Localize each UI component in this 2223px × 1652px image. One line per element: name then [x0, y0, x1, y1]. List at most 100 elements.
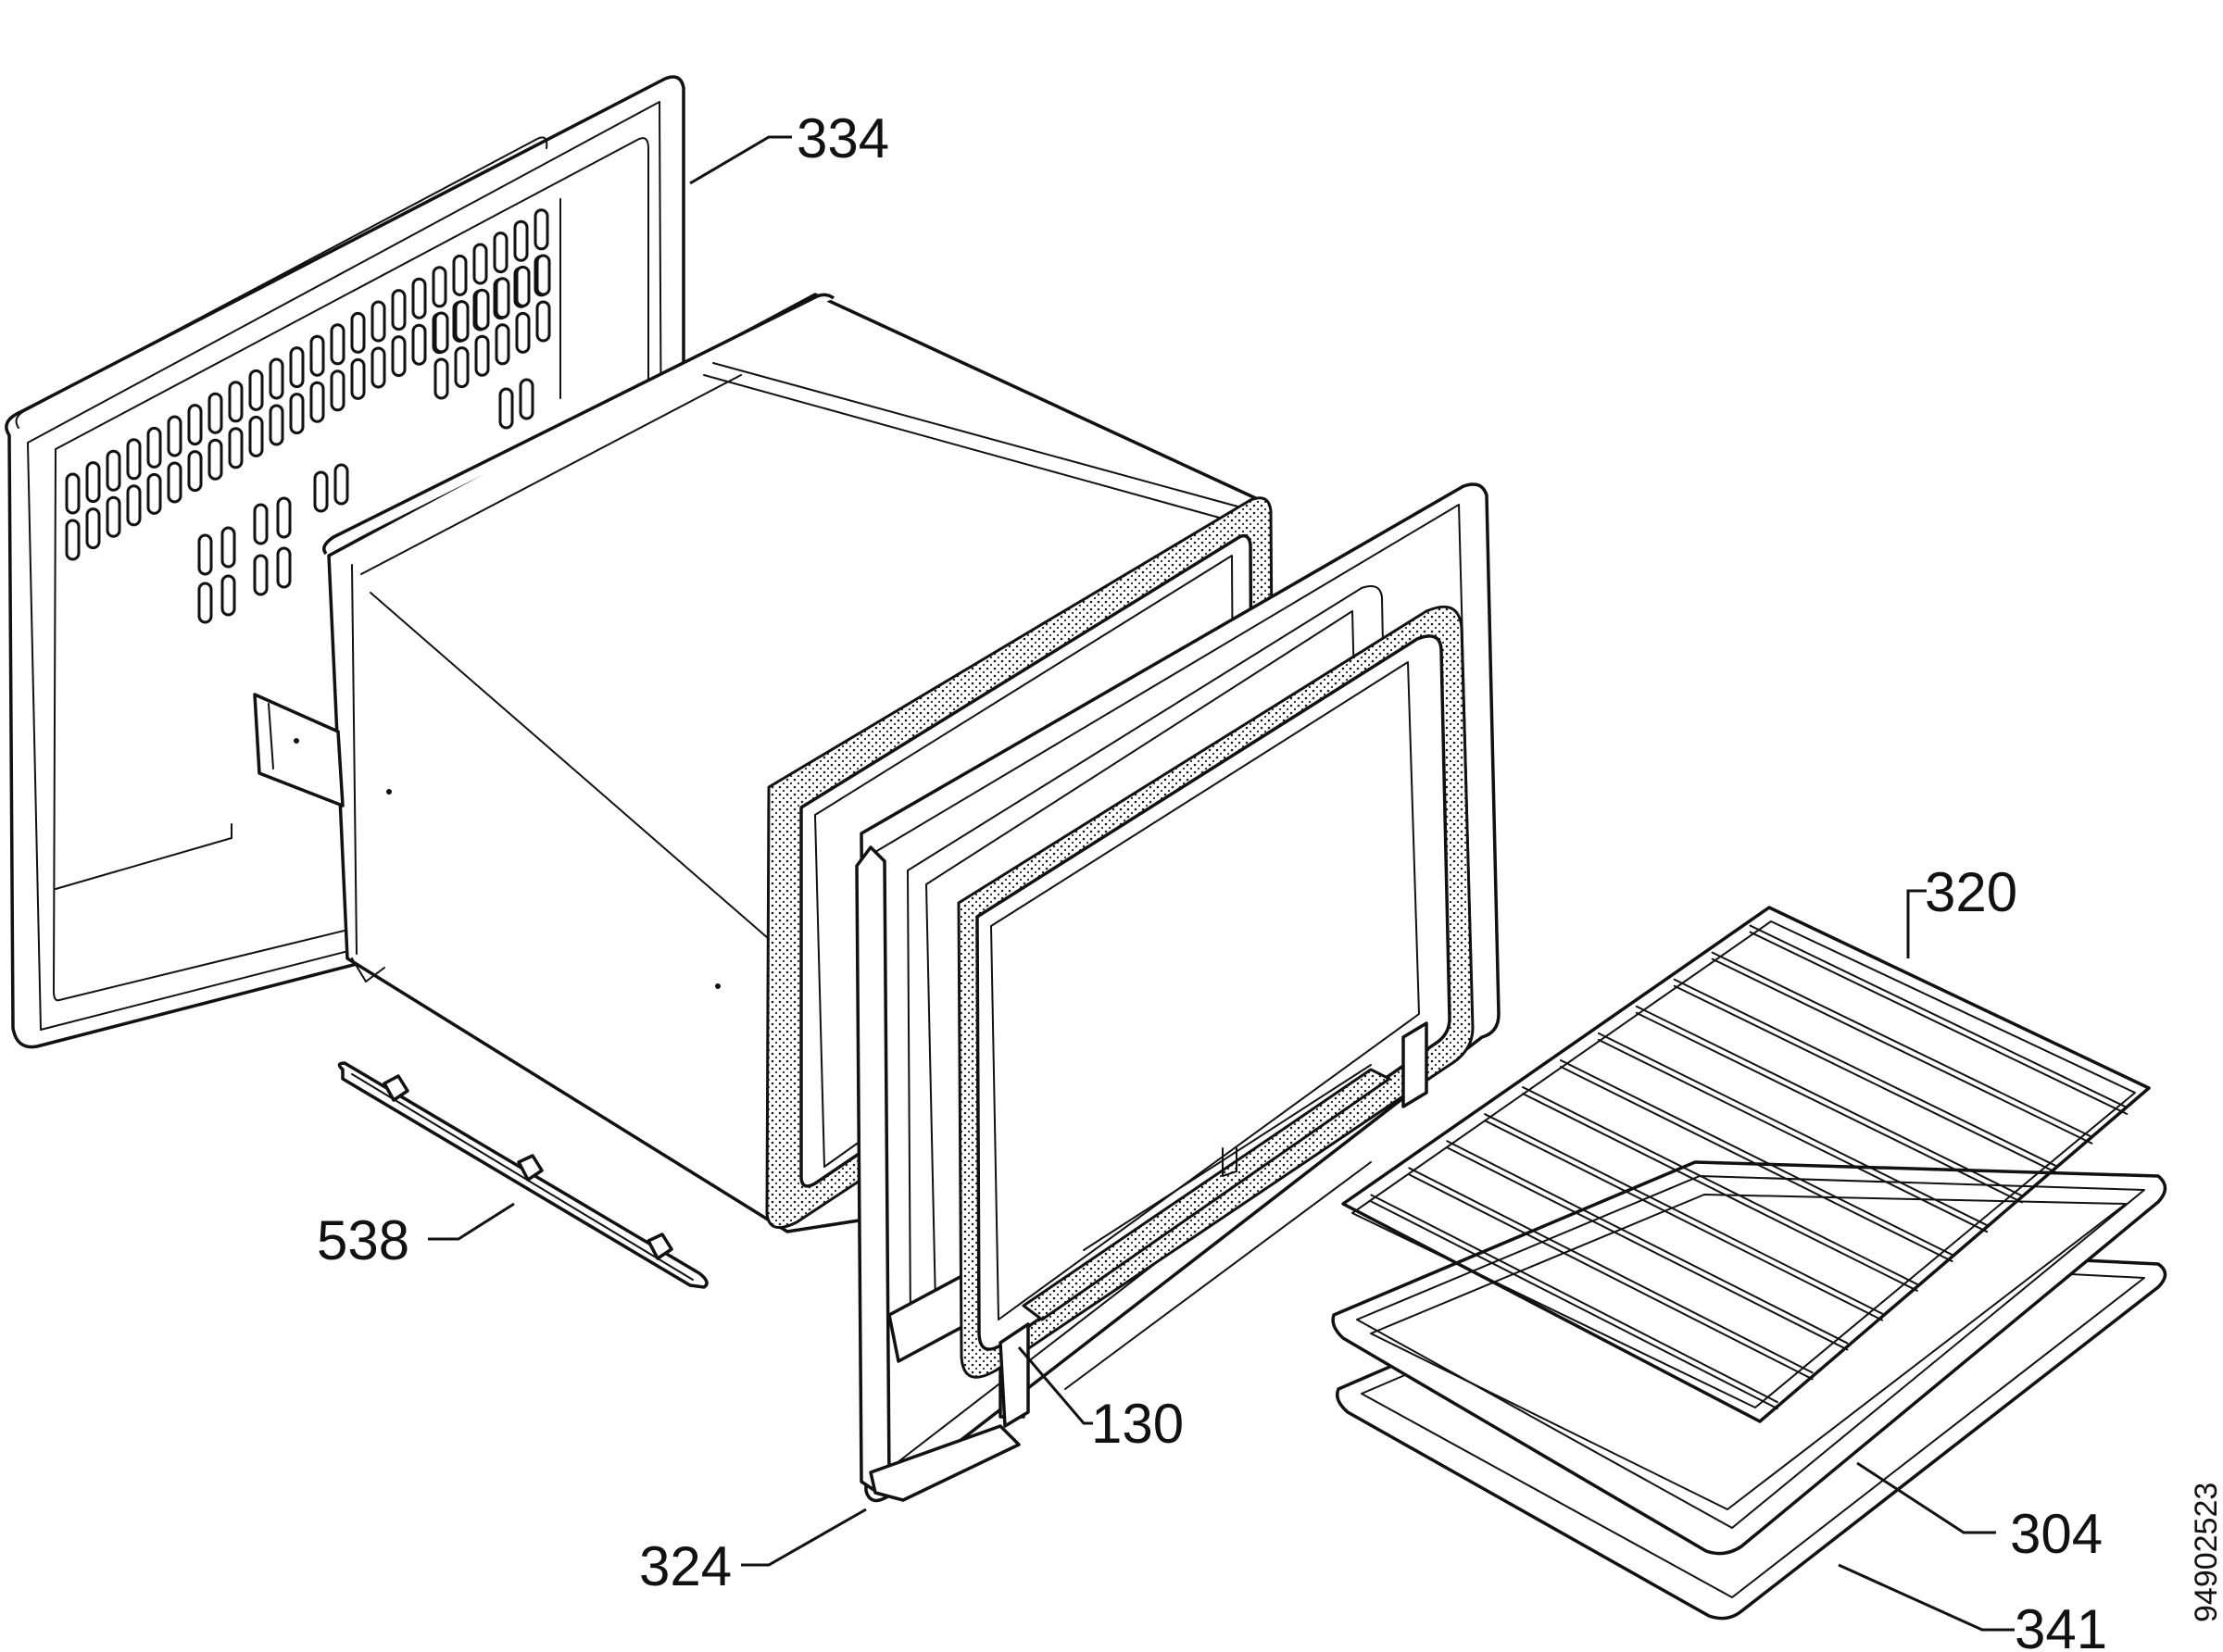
shelf-wire	[1597, 1038, 1989, 1233]
vent-slot	[330, 369, 345, 412]
vent-slot	[411, 277, 427, 319]
vent-slot	[106, 495, 121, 538]
vent-slot	[330, 323, 345, 366]
vent-slot	[474, 334, 490, 377]
vent-slot	[472, 243, 488, 285]
vent-slot	[535, 254, 551, 296]
vent-slot	[228, 427, 244, 469]
vent-slot	[515, 265, 531, 307]
vent-slot	[253, 503, 269, 545]
vent-slot	[391, 289, 407, 332]
callout-538: 538	[317, 1209, 409, 1271]
vent-slot	[187, 404, 203, 446]
vent-slot	[370, 300, 386, 343]
vent-slot	[515, 311, 531, 354]
shelf-wire	[1408, 1173, 1814, 1381]
vent-slot	[432, 266, 447, 308]
document-code: 94902523	[2189, 1483, 2223, 1622]
shelf-wire	[1446, 1140, 1849, 1345]
shelf-wire	[1560, 1066, 1953, 1262]
vent-slot	[452, 254, 468, 296]
shelf-wire	[1635, 1005, 2023, 1197]
shelf-wire	[1370, 1200, 1778, 1410]
vent-slot	[474, 288, 490, 331]
vent-slot	[454, 346, 470, 389]
vent-slot	[513, 219, 529, 262]
vent-slot	[309, 381, 325, 423]
vent-slot	[493, 232, 509, 274]
vent-slot	[350, 311, 366, 354]
tray-304	[1331, 1160, 2167, 1556]
vent-slot	[85, 507, 101, 550]
vent-slot	[519, 378, 534, 420]
shelf-wire	[1484, 1120, 1884, 1321]
shelf-wire	[1370, 1194, 1778, 1404]
vent-slot	[167, 415, 182, 457]
shelf-wire	[1635, 1011, 2023, 1204]
vent-slot	[207, 438, 223, 481]
shelf-wire	[1560, 1059, 1953, 1256]
ventilation-slots	[65, 208, 551, 624]
vent-slot	[269, 404, 284, 446]
vent-slot	[197, 533, 213, 576]
vent-slot	[106, 449, 121, 492]
leader-lines	[428, 135, 2015, 1632]
vent-slot	[65, 519, 81, 561]
shelf-wire	[1749, 931, 2129, 1115]
vent-slot	[289, 346, 305, 389]
vent-slot	[187, 450, 203, 493]
shelf-wire	[1522, 1093, 1918, 1292]
vent-slot	[269, 357, 284, 400]
vent-slot	[535, 300, 551, 343]
callout-324: 324	[639, 1535, 732, 1597]
vent-slot	[534, 208, 549, 251]
callout-320: 320	[1925, 861, 2017, 923]
vent-slot	[433, 357, 449, 400]
shelf-wire	[1522, 1086, 1918, 1285]
shelf-wire	[1711, 957, 2093, 1145]
vent-slot	[126, 484, 142, 527]
vent-slot	[495, 277, 510, 319]
rail-538	[337, 1061, 709, 1289]
callout-334: 334	[797, 107, 889, 169]
vent-slot	[126, 438, 142, 481]
shelf-wire	[1749, 924, 2129, 1108]
vent-slot	[220, 526, 236, 569]
door-gasket-130	[957, 606, 1475, 1428]
shelf-wire	[1673, 978, 2058, 1168]
vent-slot	[350, 357, 366, 400]
vent-slot	[228, 381, 244, 423]
vent-slot	[146, 426, 162, 469]
vent-slot	[276, 496, 292, 539]
vent-slot	[391, 335, 407, 378]
vent-slot	[333, 463, 349, 506]
wire-shelf-320	[1341, 906, 2151, 1423]
vent-slot	[85, 461, 101, 504]
vent-slot	[65, 472, 81, 515]
vent-slot	[454, 300, 470, 343]
vent-slot	[289, 393, 305, 435]
shelf-wire	[1446, 1146, 1849, 1351]
vent-slot	[248, 415, 264, 457]
shelf-wire	[1484, 1113, 1884, 1315]
vent-slot	[248, 369, 264, 411]
callout-341: 341	[2015, 1598, 2107, 1652]
vent-slot	[411, 323, 427, 366]
callout-labels: 334 320 538 130 324 304 341 94902523	[317, 107, 2223, 1652]
vent-slot	[253, 554, 269, 596]
vent-slot	[197, 582, 213, 624]
callout-130: 130	[1091, 1393, 1184, 1455]
vent-slot	[220, 574, 236, 617]
shelf-wires	[1370, 924, 2129, 1410]
shelf-wire	[1408, 1167, 1814, 1374]
vent-slot	[167, 461, 182, 504]
shelf-wire	[1711, 951, 2093, 1138]
vent-slot	[498, 387, 514, 430]
shelf-wire	[1597, 1032, 1989, 1227]
vent-slot	[495, 323, 510, 366]
vent-slot	[309, 334, 325, 377]
vent-slot	[146, 472, 162, 515]
vent-slot	[207, 392, 223, 434]
callout-304: 304	[2010, 1503, 2103, 1565]
vent-slot	[370, 346, 386, 389]
